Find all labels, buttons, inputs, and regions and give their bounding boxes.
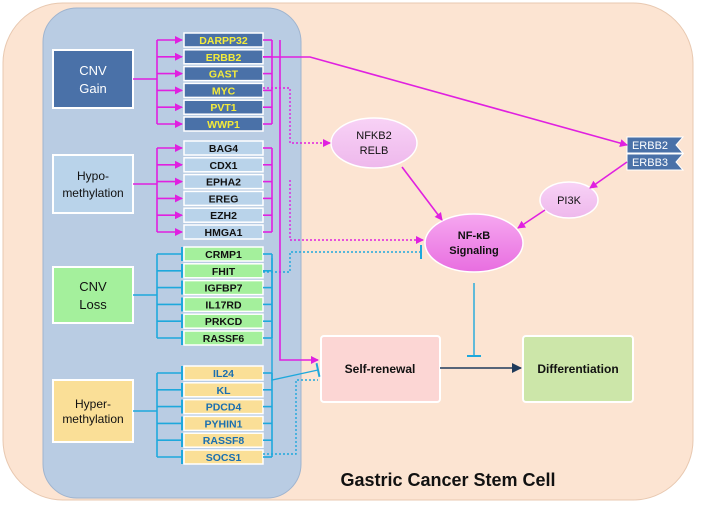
group-box-cnv-gain xyxy=(52,49,134,109)
group-box-cnv-loss xyxy=(52,266,134,324)
cell-title: Gastric Cancer Stem Cell xyxy=(340,470,555,490)
group-label-cnv-loss: CNV xyxy=(79,279,107,294)
gene-label: RASSF6 xyxy=(203,333,245,345)
gene-label: WWP1 xyxy=(207,119,240,131)
signaling-label: Signaling xyxy=(449,245,499,257)
gene-label: KL xyxy=(217,385,232,397)
erbb3-label: ERBB3 xyxy=(632,157,668,169)
gene-label: HMGA1 xyxy=(205,227,243,239)
edge-erbb2-receptor xyxy=(263,56,628,147)
differentiation-label: Differentiation xyxy=(537,362,618,376)
edge-hmga1-nfkb xyxy=(289,180,424,244)
gene-label: IGFBP7 xyxy=(205,283,243,295)
group-label-cnv-loss-2: Loss xyxy=(79,297,107,312)
group-label-hyper-2: methylation xyxy=(62,412,123,426)
gene-label: BAG4 xyxy=(209,143,238,155)
gene-label: RASSF8 xyxy=(203,435,245,447)
group-box-hyper xyxy=(52,379,134,443)
group-label-cnv-gain-2: Gain xyxy=(79,81,106,96)
gene-label: ERBB2 xyxy=(206,52,242,64)
pi3k-node xyxy=(539,181,599,219)
gene-label: SOCS1 xyxy=(206,452,242,464)
gene-label: MYC xyxy=(212,85,236,97)
group-label-hypo-2: methylation xyxy=(62,186,123,200)
gene-label: CDX1 xyxy=(209,160,237,172)
gene-label: PRKCD xyxy=(205,316,243,328)
gene-label: PVT1 xyxy=(210,102,236,114)
gene-label: GAST xyxy=(209,69,239,81)
edge-nfkb2-nfkb xyxy=(401,166,443,221)
gene-label: EREG xyxy=(209,193,239,205)
gene-label: IL17RD xyxy=(205,299,242,311)
relb-label: RELB xyxy=(360,145,389,157)
group-box-hypo xyxy=(52,154,134,214)
edge-receptor-pi3k xyxy=(589,161,628,189)
nfkb2-label: NFKB2 xyxy=(356,130,391,142)
edge-pi3k-nfkb xyxy=(517,209,546,229)
edge-gain-selfrenewal xyxy=(279,40,319,364)
edge-myc-nfkb2 xyxy=(263,87,331,147)
nfkb-signaling-node xyxy=(424,213,524,273)
erbb2-receptor: ERBB2 xyxy=(626,136,685,154)
nfkb-label: NF-κB xyxy=(458,230,490,242)
gene-label: PDCD4 xyxy=(206,402,242,414)
edge-hyper-selfrenewal xyxy=(263,379,318,455)
connections xyxy=(263,40,628,455)
differentiation-box xyxy=(522,335,634,403)
nfkb2-relb-node xyxy=(330,117,418,169)
edge-loss-selfrenewal xyxy=(271,258,321,381)
gene-label: IL24 xyxy=(213,368,234,380)
group-label-cnv-gain: CNV xyxy=(79,63,107,78)
edge-fhit-nfkb xyxy=(263,245,422,273)
gene-label: CRMP1 xyxy=(205,249,242,261)
self-renewal-box xyxy=(320,335,441,403)
erbb2-label: ERBB2 xyxy=(632,140,668,152)
gene-label: FHIT xyxy=(212,266,236,278)
erbb3-receptor: ERBB3 xyxy=(626,153,685,171)
gene-label: PYHIN1 xyxy=(205,418,243,430)
gene-label: DARPP32 xyxy=(199,35,248,47)
gene-label: EZH2 xyxy=(210,210,237,222)
group-label-hyper: Hyper- xyxy=(75,397,111,411)
gene-label: EPHA2 xyxy=(206,177,241,189)
self-renewal-label: Self-renewal xyxy=(345,362,416,376)
group-label-hypo: Hypo- xyxy=(77,169,109,183)
pi3k-label: PI3K xyxy=(557,195,582,207)
